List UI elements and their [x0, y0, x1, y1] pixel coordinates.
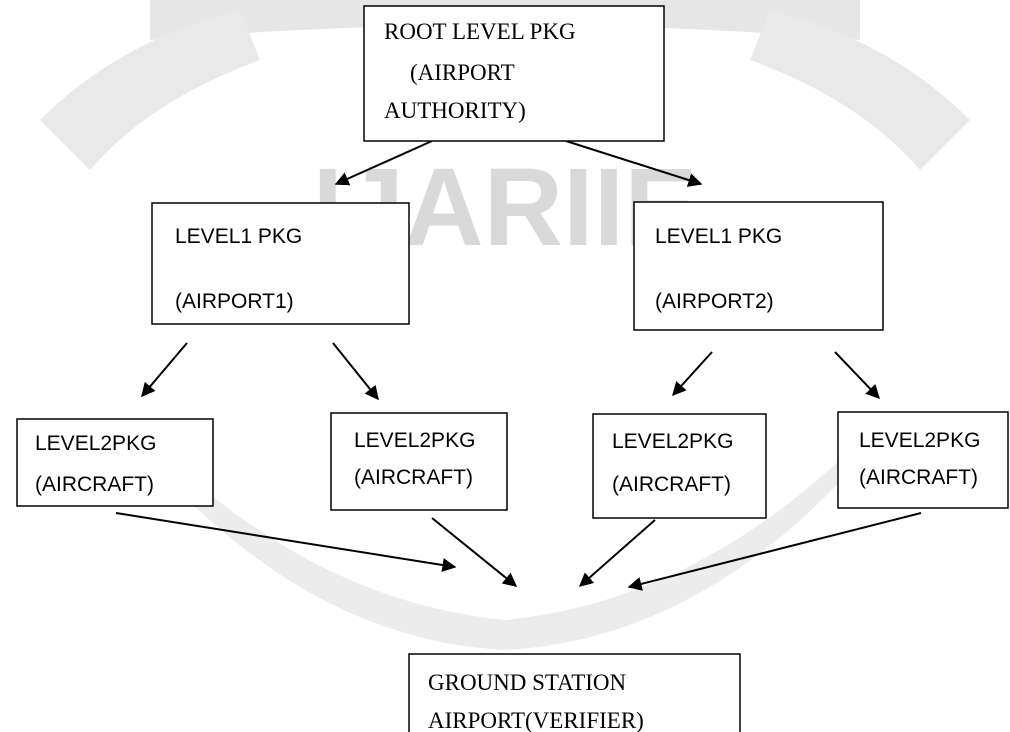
- level1-airport2-line1: LEVEL1 PKG: [655, 225, 782, 248]
- level1-airport1-line1: LEVEL1 PKG: [175, 225, 302, 248]
- root-node-line1: ROOT LEVEL PKG: [384, 19, 576, 44]
- level2-aircraft-3-line2: (AIRCRAFT): [612, 473, 731, 496]
- level2-aircraft-1-line2: (AIRCRAFT): [35, 473, 154, 496]
- level2-node-aircraft-1: LEVEL2PKG (AIRCRAFT): [16, 418, 214, 507]
- root-level-pkg-node: ROOT LEVEL PKG (AIRPORT AUTHORITY): [363, 5, 665, 142]
- ground-station-line1: GROUND STATION: [428, 670, 627, 695]
- level2-node-aircraft-4: LEVEL2PKG (AIRCRAFT): [837, 411, 1009, 509]
- level2-node-aircraft-3: LEVEL2PKG (AIRCRAFT): [592, 413, 767, 519]
- edge-level2-d-to-ground: [627, 512, 922, 591]
- level2-aircraft-1-line1: LEVEL2PKG: [35, 432, 156, 455]
- edges: [115, 140, 922, 591]
- root-node-line2: (AIRPORT: [410, 60, 515, 85]
- edge-level2-b-to-ground: [431, 517, 518, 587]
- edge-level1-b-to-level2-d: [834, 351, 880, 400]
- edge-level2-c-to-ground: [578, 519, 656, 587]
- edge-root-to-level1-b: [565, 140, 703, 187]
- level1-airport1-line2: (AIRPORT1): [175, 290, 294, 313]
- level1-node-airport1: LEVEL1 PKG (AIRPORT1): [151, 202, 410, 325]
- level2-aircraft-2-line2: (AIRCRAFT): [354, 466, 473, 489]
- ground-station-line2: AIRPORT(VERIFIER): [428, 708, 644, 732]
- level1-airport2-line2: (AIRPORT2): [655, 290, 774, 313]
- level2-aircraft-3-line1: LEVEL2PKG: [612, 430, 733, 453]
- edge-level1-b-to-level2-c: [672, 351, 713, 397]
- level2-node-aircraft-2: LEVEL2PKG (AIRCRAFT): [330, 412, 508, 511]
- ground-station-verifier-node: GROUND STATION AIRPORT(VERIFIER): [408, 653, 741, 732]
- edge-level1-a-to-level2-a: [141, 342, 188, 398]
- edge-root-to-level1-a: [334, 140, 433, 186]
- level2-aircraft-2-line1: LEVEL2PKG: [354, 429, 475, 452]
- level2-aircraft-4-line1: LEVEL2PKG: [859, 429, 980, 452]
- root-node-line3: AUTHORITY): [384, 98, 526, 123]
- level1-node-airport2: LEVEL1 PKG (AIRPORT2): [633, 201, 884, 331]
- edge-level2-a-to-ground: [115, 512, 457, 572]
- edge-level1-a-to-level2-b: [332, 342, 379, 401]
- level2-aircraft-4-line2: (AIRCRAFT): [859, 466, 978, 489]
